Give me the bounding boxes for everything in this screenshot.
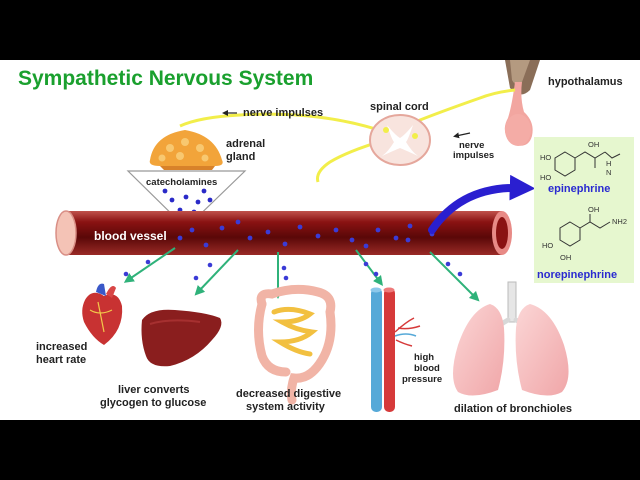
epinephrine-ho-2: HO [540, 173, 551, 182]
hypothalamus-illustration [504, 60, 540, 146]
digestive-label-2: system activity [246, 401, 326, 413]
liver-illustration [141, 309, 222, 367]
artery-vein-illustration [370, 287, 421, 412]
nerve-impulses-label-right-2: impulses [453, 150, 494, 161]
spinal-cord-illustration [369, 114, 431, 166]
adrenal-gland-label-1: adrenal [226, 138, 265, 150]
heart-illustration [82, 283, 123, 345]
diagram-canvas: Sympathetic Nervous System hypothalamus … [0, 60, 640, 420]
epinephrine-label: epinephrine [548, 183, 610, 195]
epinephrine-oh: OH [588, 140, 599, 149]
norepinephrine-oh: OH [588, 205, 599, 214]
catecholamines-label: catecholamines [146, 177, 217, 188]
catecholamines-funnel [126, 170, 247, 229]
norepinephrine-ho-2: OH [560, 253, 571, 262]
spinal-cord-label: spinal cord [370, 101, 429, 113]
liver-label-2: glycogen to glucose [100, 397, 206, 409]
digestive-label-1: decreased digestive [236, 388, 341, 400]
effect-molecules [123, 259, 463, 281]
effect-arrows [123, 247, 480, 302]
blood-vessel [55, 210, 512, 256]
norepinephrine-nh2: NH2 [612, 217, 627, 226]
norepinephrine-label: norepinephrine [537, 269, 617, 281]
adrenal-gland-illustration [149, 130, 223, 170]
nerve-impulses-arrow-right [453, 132, 471, 139]
epinephrine-ho-1: HO [540, 153, 551, 162]
bp-label-2: blood [414, 363, 440, 374]
norepinephrine-ho-1: HO [542, 241, 553, 250]
hypothalamus-label: hypothalamus [548, 76, 623, 88]
nerve-impulses-label-top: nerve impulses [243, 107, 323, 119]
adrenal-gland-label-2: gland [226, 151, 255, 163]
liver-label-1: liver converts [118, 384, 190, 396]
blood-vessel-label: blood vessel [94, 229, 167, 243]
lungs-illustration [453, 281, 569, 396]
bp-label-1: high [414, 352, 434, 363]
nerve-pathway-hypothalamus [414, 88, 516, 124]
epinephrine-structure [554, 151, 621, 177]
norepinephrine-structure [559, 214, 611, 247]
nerve-impulses-label-right-1: nerve [459, 140, 484, 151]
diagram-title: Sympathetic Nervous System [18, 67, 313, 90]
bronchioles-label: dilation of bronchioles [454, 403, 572, 415]
diagram-svg: Sympathetic Nervous System hypothalamus … [18, 60, 634, 415]
release-arrow [428, 174, 536, 234]
molecule-panel [534, 137, 634, 283]
intestines-illustration [254, 284, 336, 405]
bp-label-3: pressure [402, 374, 442, 385]
epinephrine-h: H [606, 159, 611, 168]
heart-label-2: heart rate [36, 354, 86, 366]
epinephrine-n: N [606, 168, 611, 177]
nerve-pathway-adrenal [179, 112, 386, 134]
heart-label-1: increased [36, 341, 87, 353]
